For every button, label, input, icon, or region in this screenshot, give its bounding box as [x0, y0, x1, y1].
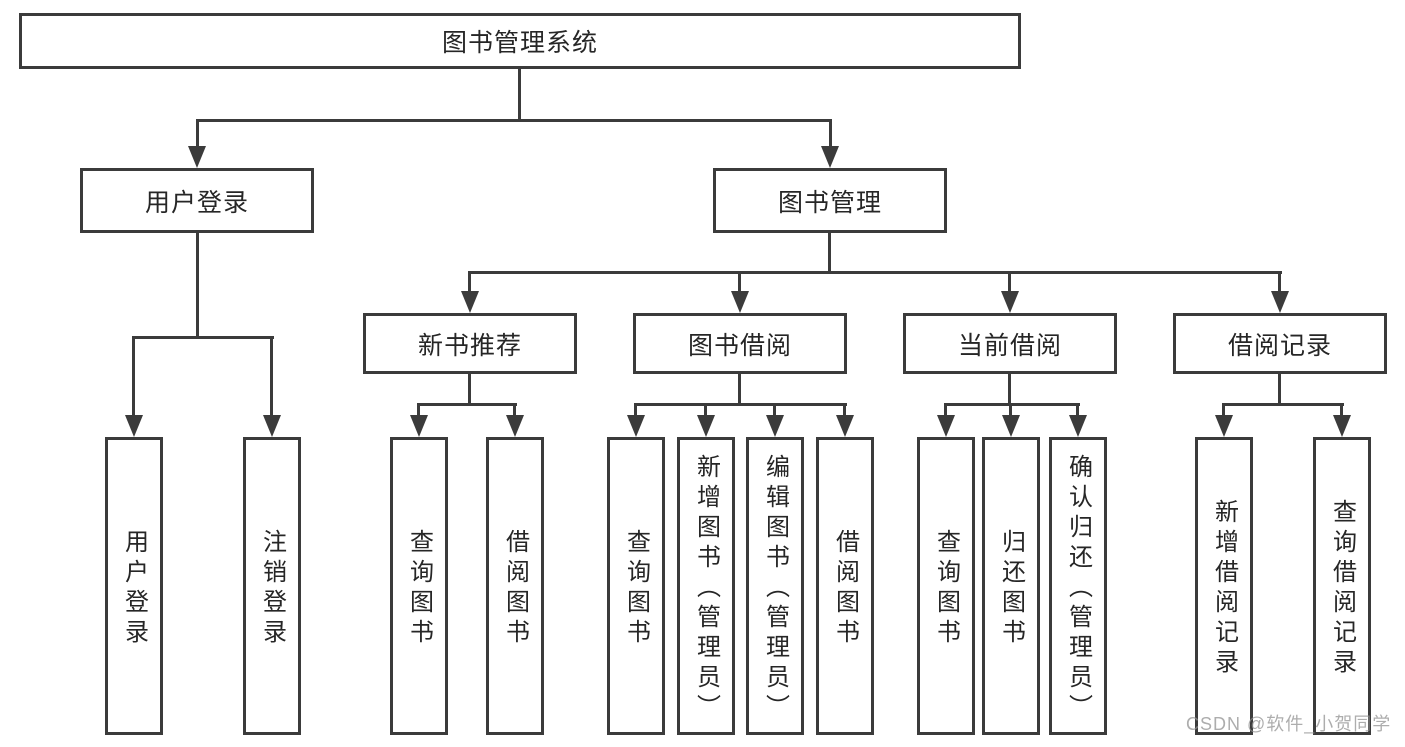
leaf-label: 借阅图书: [831, 529, 859, 649]
leaf-label: 注销登录: [258, 529, 286, 649]
node-current-borrow: 当前借阅: [903, 313, 1117, 374]
connector-line: [196, 232, 199, 337]
connector-arrowhead-down: [821, 146, 839, 168]
connector-line: [518, 69, 521, 120]
connector-arrowhead-down: [1271, 291, 1289, 313]
connector-arrowhead-down: [125, 415, 143, 437]
leaf-edit-books-admin: 编辑图书（管理员）: [746, 437, 804, 735]
leaf-label: 新增图书（管理员）: [692, 454, 720, 724]
leaf-query-borrow-record: 查询借阅记录: [1313, 437, 1371, 735]
connector-arrowhead-down: [1333, 415, 1351, 437]
connector-arrowhead-down: [461, 291, 479, 313]
connector-line: [829, 119, 832, 148]
connector-line: [468, 271, 471, 293]
connector-line: [270, 336, 273, 417]
connector-line: [132, 336, 135, 417]
connector-line: [417, 403, 517, 406]
leaf-label: 编辑图书（管理员）: [761, 454, 789, 724]
leaf-label: 查询图书: [405, 529, 433, 649]
connector-line: [1009, 403, 1012, 417]
node-borrow-records: 借阅记录: [1173, 313, 1387, 374]
leaf-label: 查询图书: [622, 529, 650, 649]
connector-line: [513, 403, 516, 417]
leaf-confirm-return-admin: 确认归还（管理员）: [1049, 437, 1107, 735]
leaf-label: 查询借阅记录: [1328, 499, 1356, 679]
connector-arrowhead-down: [188, 146, 206, 168]
node-current-borrow-label: 当前借阅: [957, 331, 1062, 360]
connector-arrowhead-down: [697, 415, 715, 437]
connector-arrowhead-down: [1215, 415, 1233, 437]
connector-arrowhead-down: [937, 415, 955, 437]
leaf-add-borrow-record: 新增借阅记录: [1195, 437, 1253, 735]
leaf-label: 归还图书: [997, 529, 1025, 649]
node-book-management: 图书管理: [713, 168, 947, 233]
node-new-book-recommend: 新书推荐: [363, 313, 577, 374]
connector-arrowhead-down: [731, 291, 749, 313]
connector-line: [1278, 373, 1281, 406]
connector-line: [828, 232, 831, 274]
connector-line: [944, 403, 947, 417]
connector-arrowhead-down: [836, 415, 854, 437]
connector-line: [196, 119, 832, 122]
leaf-borrow-books-borrow: 借阅图书: [816, 437, 874, 735]
leaf-user-login: 用户登录: [105, 437, 163, 735]
connector-arrowhead-down: [410, 415, 428, 437]
leaf-query-books-current: 查询图书: [917, 437, 975, 735]
node-book-borrow-label: 图书借阅: [687, 331, 792, 360]
leaf-return-books: 归还图书: [982, 437, 1040, 735]
connector-line: [738, 373, 741, 406]
connector-line: [843, 403, 846, 417]
connector-line: [1008, 271, 1011, 293]
connector-arrowhead-down: [766, 415, 784, 437]
node-borrow-records-label: 借阅记录: [1227, 331, 1332, 360]
node-library-system-label: 图书管理系统: [441, 29, 598, 57]
leaf-query-books-newbook: 查询图书: [390, 437, 448, 735]
leaf-logout: 注销登录: [243, 437, 301, 735]
connector-line: [1076, 403, 1079, 417]
leaf-label: 查询图书: [932, 529, 960, 649]
node-user-login: 用户登录: [80, 168, 314, 233]
connector-line: [1222, 403, 1344, 406]
connector-line: [634, 403, 847, 406]
connector-line: [704, 403, 707, 417]
connector-line: [634, 403, 637, 417]
connector-line: [1278, 271, 1281, 293]
node-library-system: 图书管理系统: [19, 13, 1021, 69]
leaf-label: 确认归还（管理员）: [1064, 454, 1092, 724]
leaf-label: 借阅图书: [501, 529, 529, 649]
connector-line: [944, 403, 1080, 406]
leaf-label: 新增借阅记录: [1210, 499, 1238, 679]
connector-arrowhead-down: [263, 415, 281, 437]
node-new-book-recommend-label: 新书推荐: [417, 331, 522, 360]
leaf-borrow-books-newbook: 借阅图书: [486, 437, 544, 735]
connector-arrowhead-down: [627, 415, 645, 437]
connector-line: [1340, 403, 1343, 417]
node-book-management-label: 图书管理: [777, 188, 882, 217]
connector-arrowhead-down: [1002, 415, 1020, 437]
connector-arrowhead-down: [506, 415, 524, 437]
connector-arrowhead-down: [1069, 415, 1087, 437]
connector-arrowhead-down: [1001, 291, 1019, 313]
connector-line: [132, 336, 274, 339]
node-book-borrow: 图书借阅: [633, 313, 847, 374]
connector-line: [773, 403, 776, 417]
leaf-label: 用户登录: [120, 529, 148, 649]
connector-line: [738, 271, 741, 293]
leaf-add-books-admin: 新增图书（管理员）: [677, 437, 735, 735]
connector-line: [417, 403, 420, 417]
connector-line: [1008, 373, 1011, 406]
connector-line: [468, 271, 1282, 274]
connector-line: [468, 373, 471, 406]
connector-line: [196, 119, 199, 148]
node-user-login-label: 用户登录: [144, 188, 249, 217]
leaf-query-books-borrow: 查询图书: [607, 437, 665, 735]
connector-line: [1222, 403, 1225, 417]
